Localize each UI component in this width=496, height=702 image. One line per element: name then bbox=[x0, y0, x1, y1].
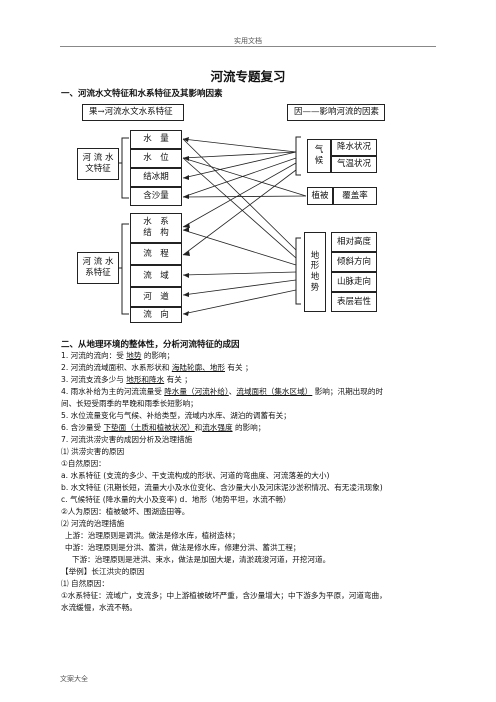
terrain-item: 相对高度 bbox=[331, 232, 377, 252]
climate-label: 气 候 bbox=[307, 139, 331, 173]
text-line-9: ①自然原因： bbox=[61, 459, 106, 468]
page-header: 实用文档 bbox=[234, 37, 262, 45]
terrain-item: 山脉走向 bbox=[331, 272, 377, 292]
text-line-15: 上游：治理原则是调洪。做法是修水库，植树造林； bbox=[65, 531, 240, 540]
hydro-item: 水 位 bbox=[130, 149, 182, 168]
text-line-5: 5. 水位流量变化与气候、补给类型，流域内水库、湖泊的调蓄有关； bbox=[61, 411, 291, 420]
text-line-19: ⑴ 自然原因： bbox=[61, 579, 109, 588]
page-title: 河流专题复习 bbox=[210, 69, 286, 84]
text-line-6: 6. 含沙量受 下垫面（土质和植被状况）和流水强度 的影响； bbox=[61, 423, 266, 432]
hydro-item: 结冰期 bbox=[130, 168, 182, 187]
section1-heading: 一、河流水文特征和水系特征及其影响因素 bbox=[61, 89, 223, 99]
page-footer: 文案大全 bbox=[60, 675, 88, 683]
underlined-answer: 流域面积（集水区域） bbox=[236, 387, 313, 396]
header-divider bbox=[60, 46, 436, 47]
text-line-4: 4. 雨水补给为主的河流流量受 降水量（河流补给）、流域面积（集水区域） 影响；… bbox=[61, 387, 384, 396]
text-line-11: b. 水文特征 (汛期长短，流量大小及水位变化、含沙量大小及河床泥沙淤积情况、有… bbox=[61, 483, 383, 492]
text-line-14: ⑵ 河流的治理措施 bbox=[61, 519, 125, 528]
climate-item: 降水状况 bbox=[331, 139, 377, 156]
text-line-21: 水流缓慢，水流不畅。 bbox=[61, 603, 137, 612]
text-line-4-cont: 间、长短受雨季的早晚和雨季长短影响； bbox=[61, 399, 198, 408]
underlined-answer: 地形和降水 bbox=[126, 375, 165, 384]
section2-heading: 二、从地理环境的整体性，分析河流特征的成因 bbox=[61, 340, 240, 350]
text-line-16: 中游：治理原则是分洪、蓄洪，做法是修水库，修建分洪、蓄洪工程； bbox=[65, 543, 301, 552]
system-item: 河 道 bbox=[130, 287, 182, 307]
system-item: 流 域 bbox=[130, 265, 182, 287]
terrain-item: 表层岩性 bbox=[331, 292, 377, 312]
underlined-answer: 流水强度 bbox=[202, 423, 233, 432]
text-line-17: 下游：治理原则是泄洪、束水，做法是加固大堤，清淤疏浚河道，开挖河道。 bbox=[72, 555, 331, 564]
climate-item: 气温状况 bbox=[331, 156, 377, 173]
underlined-answer: 降水量（河流补给） bbox=[164, 387, 229, 396]
text-line-8: ⑴ 洪涝灾害的原因 bbox=[61, 447, 125, 456]
hydro-item: 水 量 bbox=[130, 130, 182, 149]
underlined-answer: 海陆轮廓、地形 bbox=[171, 363, 225, 372]
text-line-10: a. 水系特征 (支流的多少、干支流构成的形状、河道的弯曲度、河流落差的大小) bbox=[61, 471, 330, 480]
text-line-20: ①水系特征：流域广，支流多；中上游植被破坏严重，含沙量增大；中下游多为平原，河道… bbox=[61, 591, 387, 600]
text-line-3: 3. 河流支流多少与 地形和降水 有关 ； bbox=[61, 375, 192, 384]
cause-header: 因——影响河流的因素 bbox=[287, 104, 385, 121]
diagram-connectors bbox=[119, 136, 307, 316]
water-system-label: 河 流 水 系特征 bbox=[77, 252, 119, 284]
system-item: 流 程 bbox=[130, 243, 182, 265]
text-line-12: c. 气候特征 (降水量的大小及变率) d．地形（地势平坦，水流不畅） bbox=[61, 495, 291, 504]
system-item: 流 向 bbox=[130, 307, 182, 323]
text-line-18: 【举例】长江洪灾的原因 bbox=[61, 567, 145, 576]
terrain-label: 地 形 地 势 bbox=[304, 232, 326, 312]
system-item: 水 系 结 构 bbox=[130, 213, 182, 243]
text-line-7: 7. 河流洪涝灾害的成因分析及治理措施 bbox=[61, 435, 193, 444]
hydro-item: 含沙量 bbox=[130, 187, 182, 206]
terrain-item: 倾斜方向 bbox=[331, 252, 377, 272]
vegetation-label: 植被 bbox=[307, 187, 333, 205]
hydrology-label: 河 流 水 文特征 bbox=[77, 148, 119, 180]
effect-header: 果→河流水文水系特征 bbox=[82, 104, 184, 121]
underlined-answer: 下垫面（土质和植被状况） bbox=[103, 423, 195, 432]
text-line-2: 2. 河流的流域面积、水系形状和 海陆轮廓、地形 有关 ； bbox=[61, 363, 253, 372]
text-line-13: ②人为原因：植被破坏、围湖造田等。 bbox=[61, 507, 190, 516]
vegetation-item: 覆盖率 bbox=[333, 187, 377, 205]
underlined-answer: 地势 bbox=[126, 351, 142, 360]
text-line-1: 1. 河流的流向：受 地势 的影响； bbox=[61, 351, 175, 360]
